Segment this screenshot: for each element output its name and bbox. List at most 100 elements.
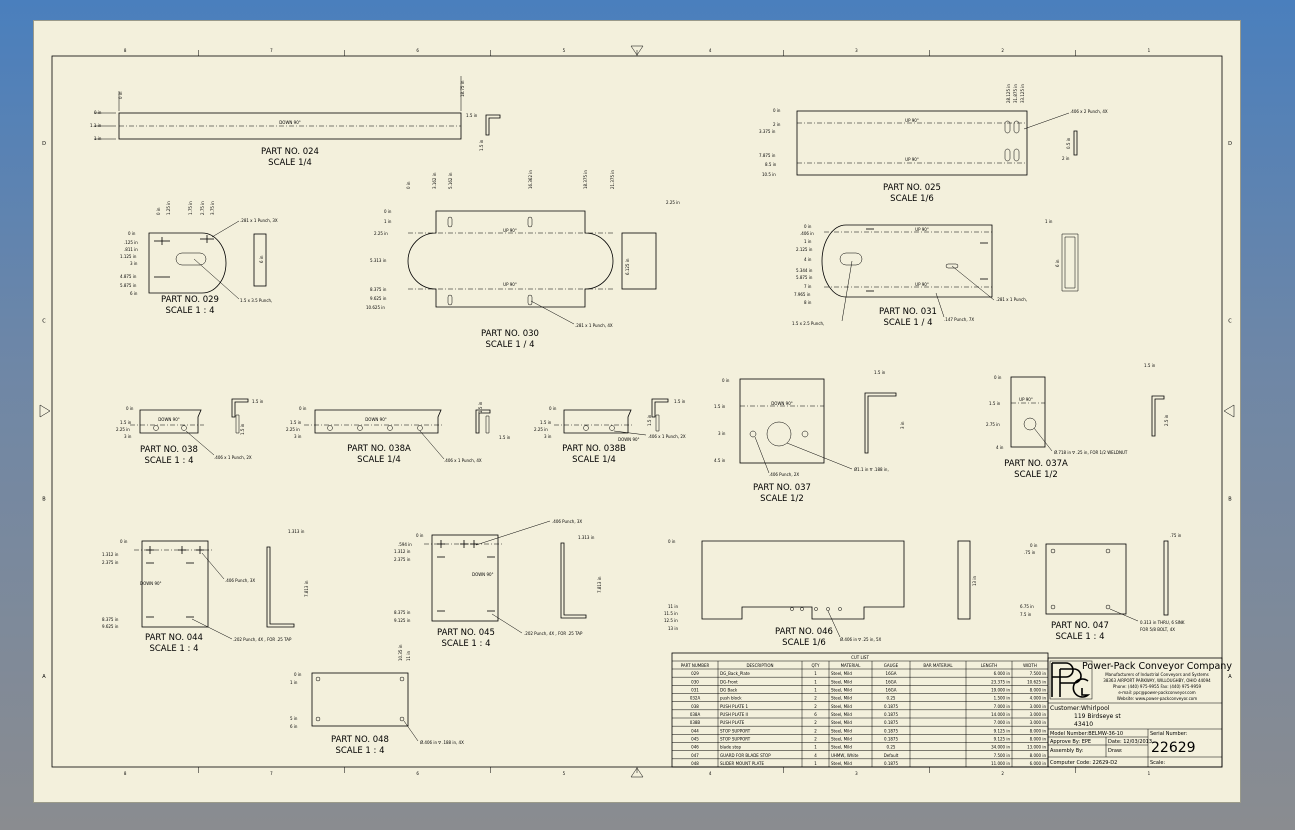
dim-text: 3 in [718,431,726,436]
table-cell: 34.000 in [991,745,1010,750]
zone-letter: B [42,496,46,502]
bend-note: DOWN 90° [365,417,387,422]
drawing-frame [51,55,1223,768]
table-cell: Steel, Mild [831,761,852,766]
dim-text: 1.25 in [166,201,171,215]
zone-number: 3 [855,771,858,776]
table-cell: PUSH PLATE [720,720,745,725]
dim-text: 4 in [996,445,1004,450]
view-part-045: 0 in .594 in 1.312 in 2.375 in 8.375 in … [394,519,602,649]
table-cell: 8.000 in [1030,728,1047,733]
dim-text: 2.25 in [286,427,300,432]
dim-text: 1.5 in [1144,363,1156,368]
part-scale: SCALE 1/2 [760,494,804,504]
center-mark-icon [630,767,644,778]
table-cell: 0.1875 [884,704,898,709]
zone-number: 6 [416,771,419,776]
table-cell: Steel, Mild [831,712,852,717]
part-scale: SCALE 1 : 4 [144,456,193,466]
zone-number: 4 [709,771,712,776]
table-cell: 4.000 in [1030,696,1047,701]
bend-note: UP 90° [915,227,929,232]
draw-by: Draw: [1108,748,1123,754]
approve-date: Date: 12/03/2013 [1108,739,1152,745]
view-part-038B: 0 in 1.5 in 2.25 in 3 in 1.5 in 1.5 in D… [534,398,686,465]
dim-text: 4 in [804,257,812,262]
part-scale: SCALE 1/4 [268,158,312,168]
table-cell: Steel, Mild [831,696,852,701]
view-part-037: 0 in 1.5 in 3 in 4.5 in 1.5 in 3 in DOWN… [714,370,905,504]
table-cell: 2 [814,720,817,725]
note-text: .406 Punch, 3X [552,519,582,524]
note-text: .406 x 1 Punch, 4X [444,458,482,463]
part-label: PART NO. 029 [161,295,219,305]
table-cell: 14.000 in [991,712,1010,717]
table-cell: 10.625 in [1027,679,1046,684]
part-label: PART NO. 030 [481,329,539,339]
dim-text: 1.5 in [466,113,478,118]
table-cell: 038 [691,704,699,709]
note-text: 1.5 x 3.5 Punch, [240,298,272,303]
zone-letter: D [42,141,46,147]
part-label: PART NO. 047 [1051,621,1109,631]
bend-note: DOWN 90° [140,581,162,586]
company-address: 38363 AIRPORT PARKWAY, WILLOUGHBY, OHIO … [1103,678,1211,683]
dim-text: 1.5 in [240,423,245,435]
table-cell: 0.1875 [884,728,898,733]
part-label: PART NO. 048 [331,735,389,745]
dim-text: 1 in [804,239,812,244]
table-cell: Steel, Mild [831,679,852,684]
dim-text: 0 in [994,375,1002,380]
dim-text: 4.5 in [714,458,726,463]
table-cell: 045 [691,737,699,742]
note-text: .202 Punch, 4X , FOR .25 TAP [233,637,292,642]
table-cell: 0.1875 [884,720,898,725]
table-cell: SLIDER MOUNT PLATE [720,761,764,766]
dim-text: 7.875 in [759,153,776,158]
table-cell: 031 [691,688,699,693]
table-cell: 3.000 in [1030,720,1047,725]
dim-text: 0 in [384,209,392,214]
dim-text: .75 in [1024,550,1036,555]
dim-text: 7 in [804,284,812,289]
view-part-047: 0 in .75 in 6.75 in 7.5 in .75 in 0.313 … [1020,533,1185,642]
note-text: .202 Punch, 4X , FOR .25 TAP [524,631,583,636]
table-cell: Steel, Mild [831,737,852,742]
zone-number: 1 [1148,48,1151,53]
dim-text: 0 in [804,224,812,229]
dim-text: 2.25 in [116,427,130,432]
part-scale: SCALE 1 / 4 [485,340,534,350]
view-part-031: 0 in .406 in 1 in 2.125 in 4 in 5.344 in… [792,219,1079,328]
center-mark-icon [630,45,644,56]
dim-text: 6 in [290,724,298,729]
part-scale: SCALE 1 : 4 [149,644,198,654]
table-cell: 0.25 [887,745,896,750]
table-header: WIDTH [1023,663,1037,668]
table-cell: DG-Front [720,679,738,684]
dim-text: 7.813 in [304,580,309,597]
bend-note: DOWN 90° [279,120,301,125]
table-cell: 2 [814,728,817,733]
table-cell: 2 [814,737,817,742]
part-label: PART NO. 031 [879,307,937,317]
part-scale: SCALE 1 : 4 [165,306,214,316]
table-cell: 0.25 [887,696,896,701]
dim-text: 1.312 in [102,552,119,557]
dim-text: 1.5 in [120,420,132,425]
dim-text: .75 in [1170,533,1182,538]
dim-text: 0 in [668,539,676,544]
zone-number: 5 [563,771,566,776]
dim-text: 0 in [118,91,123,99]
table-cell: 1.500 in [994,696,1011,701]
table-cell: 8.000 in [1030,753,1047,758]
part-label: PART NO. 037A [1004,459,1068,469]
table-cell: 0.1875 [884,761,898,766]
table-cell: 13.000 in [1027,745,1046,750]
table-cell: 3.000 in [1030,704,1047,709]
bend-note: UP 90° [503,228,517,233]
table-cell: 8.000 in [1030,737,1047,742]
table-cell: 16GA [886,688,897,693]
dim-text: 18.75 in [460,80,465,97]
